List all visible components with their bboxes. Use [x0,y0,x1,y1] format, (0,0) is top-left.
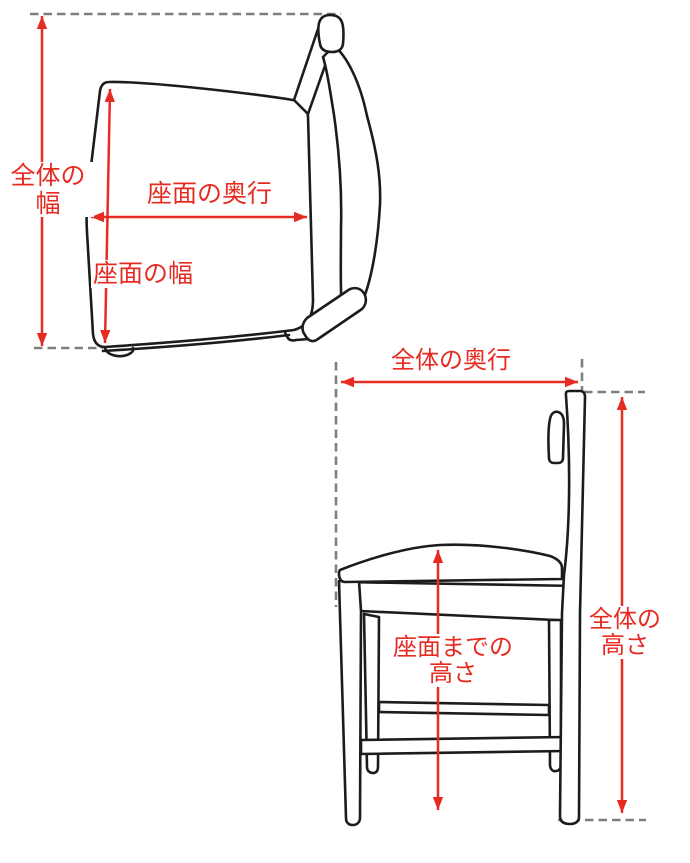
label-line: 座面の奥行 [147,179,273,208]
label-overall-depth: 全体の奥行 [389,347,513,373]
label-seat-depth: 座面の奥行 [145,179,275,208]
label-line: 高さ [601,631,649,660]
chair-top-seat-edge-line [101,333,291,353]
chair-side-backrest-slat [547,410,566,465]
label-line: 高さ [429,659,477,688]
chair-side-far-stretcher [377,700,551,717]
label-line: 幅 [35,188,61,218]
label-line: 座面までの [393,633,513,661]
chair-side-view [337,389,587,827]
label-line: 座面の幅 [93,259,194,288]
label-seat-width: 座面の幅 [91,259,196,288]
chair-side-back-post [558,389,587,826]
arrow-seat-width [100,88,115,344]
label-line: 全体の [589,605,661,633]
chair-side-far-front-leg [362,612,381,775]
chair-side-near-stretcher [359,735,568,756]
label-height-to-seat: 座面までの 高さ [386,634,520,687]
chair-top-front-foot [103,346,135,358]
label-line: 全体の奥行 [391,346,511,374]
label-line: 全体の [10,161,86,190]
label-overall-height: 全体の 高さ [584,606,666,659]
chair-top-backrest-band [321,44,382,314]
guide-lines [30,12,646,822]
chair-top-backrest-knob [317,13,345,54]
chair-top-backrest-bottom-rail [301,286,368,343]
chair-top-seat [85,80,315,349]
label-overall-width: 全体の 幅 [2,162,94,217]
chair-side-near-front-leg [337,579,363,827]
chair-side-seat-cushion [337,543,564,584]
chair-side-apron [342,580,580,623]
